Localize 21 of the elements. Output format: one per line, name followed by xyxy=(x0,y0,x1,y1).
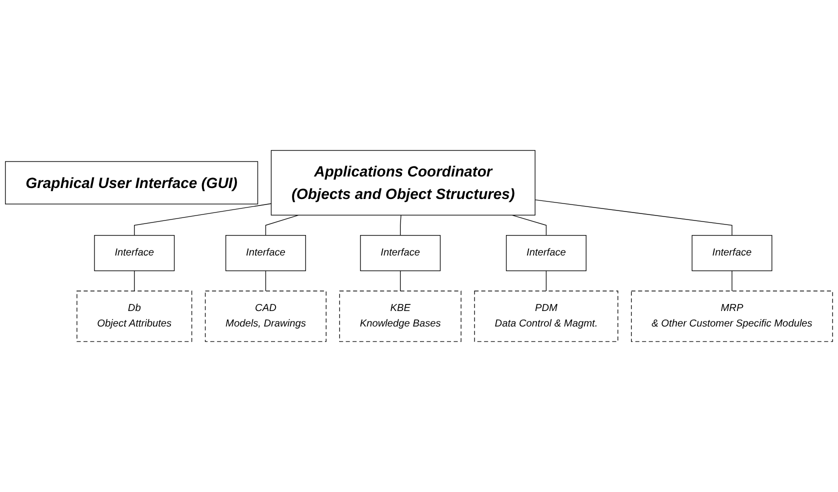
node-box: PDM Data Control & Magmt. xyxy=(474,290,618,342)
node-box: CAD Models, Drawings xyxy=(204,290,326,342)
node-box: Graphical User Interface (GUI) xyxy=(5,161,258,204)
node-box: MRP & Other Customer Specific Modules xyxy=(631,290,833,342)
node-box: Interface xyxy=(225,235,306,272)
node-box: Db Object Attributes xyxy=(76,290,192,342)
node-box: Interface xyxy=(692,235,772,272)
connector xyxy=(400,270,401,292)
connector xyxy=(546,270,547,292)
node-box: Applications Coordinator (Objects and Object Structures) xyxy=(270,150,536,216)
node-box: Interface xyxy=(506,235,586,272)
node-box: Interface xyxy=(94,235,175,272)
node-box: KBE Knowledge Bases xyxy=(339,290,462,342)
connector xyxy=(265,214,299,236)
connector xyxy=(265,270,266,292)
node-box: Interface xyxy=(360,235,441,272)
connector xyxy=(534,199,732,236)
connector xyxy=(512,214,547,236)
connector xyxy=(134,270,135,292)
connector xyxy=(400,214,402,236)
connector xyxy=(134,203,272,236)
